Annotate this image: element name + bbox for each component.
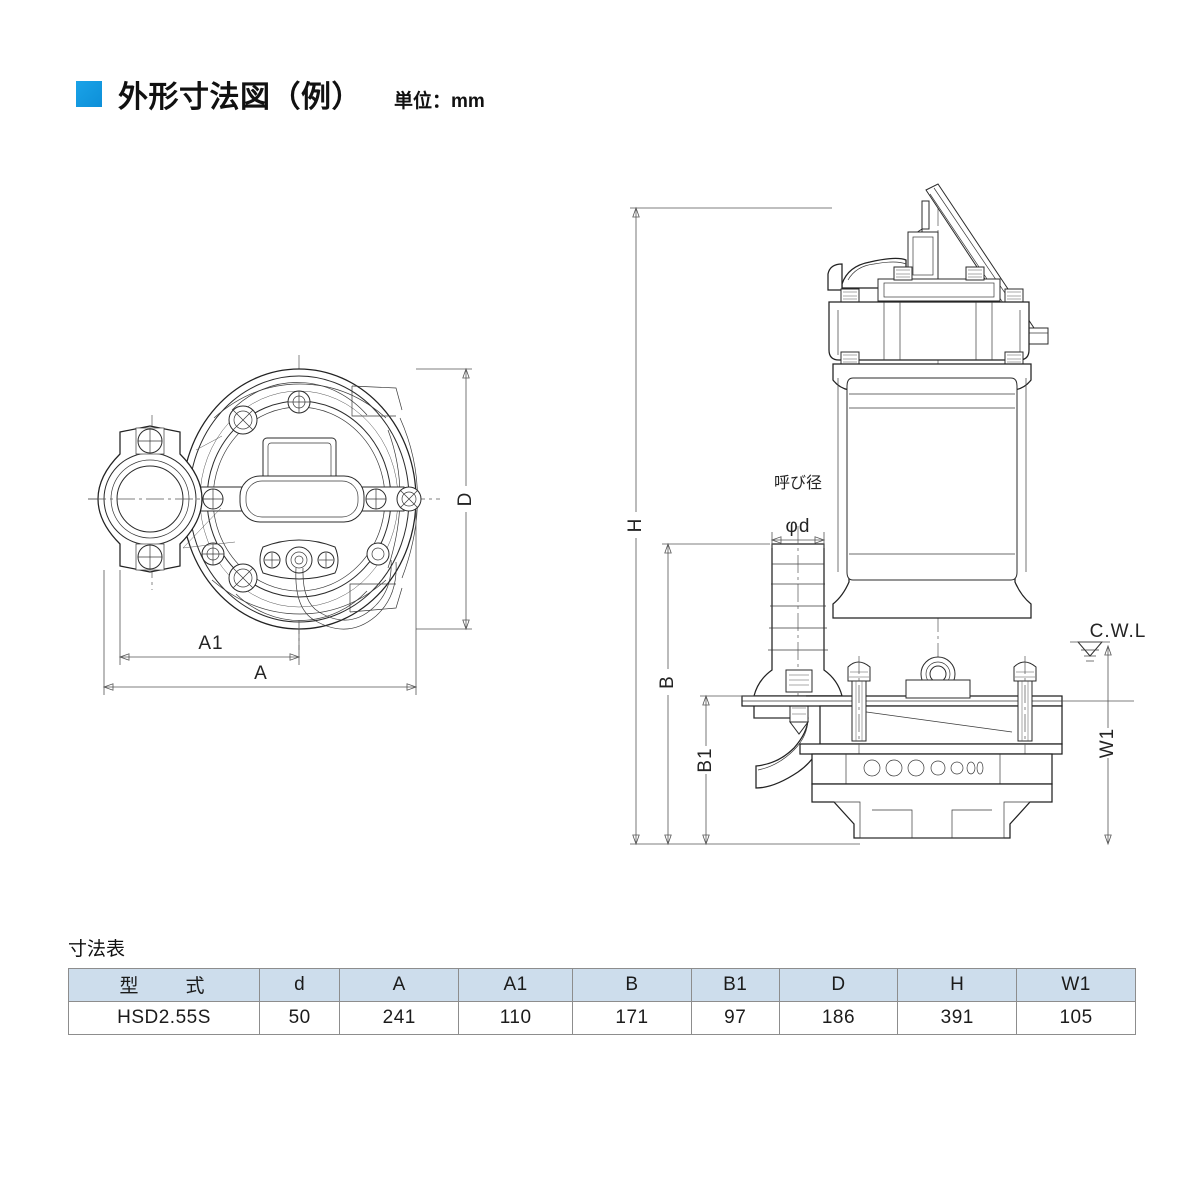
bolt — [366, 542, 390, 566]
dimension-label-B1: B1 — [695, 747, 716, 772]
column-header-A: A — [339, 968, 460, 1002]
dimension-B1: B1 — [694, 694, 860, 846]
dimension-label-D: D — [455, 492, 476, 507]
bolt — [135, 543, 165, 571]
base-stand — [811, 783, 1053, 839]
plan-view: D A1 A — [88, 355, 478, 695]
dimension-drawing: D A1 A — [0, 150, 1200, 850]
bolt — [202, 488, 224, 510]
dimension-A: A — [102, 510, 418, 695]
column-header-d: d — [258, 968, 341, 1002]
column-header-W1: W1 — [1016, 968, 1136, 1002]
dimension-label-B: B — [657, 675, 678, 689]
dimension-H: H — [624, 206, 832, 846]
cell-A: 241 — [339, 1001, 460, 1035]
cell-B: 171 — [572, 1001, 692, 1035]
bolt — [840, 288, 860, 303]
column-header-B: B — [572, 968, 692, 1002]
bolt — [228, 563, 258, 593]
column-header-A1: A1 — [458, 968, 574, 1002]
dimension-table: 型 式 d A A1 B B1 D H W1 HSD2.55S 50 241 1… — [68, 968, 1136, 1035]
discharge-flange — [88, 425, 210, 573]
column-header-model: 型 式 — [68, 968, 260, 1002]
suction-strainer — [811, 753, 1053, 785]
bolt — [1004, 288, 1024, 303]
cable-gland — [259, 539, 397, 630]
bolt — [365, 488, 387, 510]
bolt — [840, 351, 860, 366]
page-title: 外形寸法図（例） 単位：mm — [76, 72, 485, 116]
title-text: 外形寸法図（例） — [118, 81, 362, 114]
dimension-label-A: A — [254, 663, 268, 684]
bore-symbol: φd — [786, 516, 811, 537]
dimension-W1: W1 — [1096, 644, 1120, 846]
dimension-B: B — [656, 542, 770, 846]
dimension-label-H: H — [625, 518, 646, 533]
dimension-bore: 呼び径 φd — [770, 474, 826, 548]
unit-label: 単位：mm — [394, 91, 485, 112]
motor-housing-main — [832, 363, 1032, 619]
dimension-label-W1: W1 — [1097, 728, 1118, 759]
casing-flange — [741, 695, 1063, 755]
column-header-D: D — [778, 968, 899, 1002]
handle-bar — [197, 475, 422, 523]
bolt — [965, 266, 985, 281]
bullet-square-icon — [76, 81, 102, 107]
dimension-A1: A1 — [118, 570, 301, 665]
cell-D: 186 — [778, 1001, 899, 1035]
table-row: HSD2.55S 50 241 110 171 97 186 391 105 — [68, 1001, 1136, 1035]
column-header-H: H — [897, 968, 1018, 1002]
table-header-row: 型 式 d A A1 B B1 D H W1 — [68, 968, 1136, 1002]
bore-caption: 呼び径 — [774, 474, 822, 492]
bolt — [287, 390, 311, 414]
motor-housing-upper — [828, 301, 1030, 366]
bolt — [893, 266, 913, 281]
motor-top-cover — [827, 257, 1024, 303]
cell-B1: 97 — [690, 1001, 780, 1035]
casing-bolts — [201, 390, 390, 593]
water-level-label: C.W.L — [1090, 621, 1147, 642]
bolt — [396, 486, 422, 512]
bolt — [228, 405, 258, 435]
bolt — [1004, 351, 1024, 366]
dimension-D: D — [416, 367, 478, 631]
water-level-mark: C.W.L — [1062, 621, 1147, 702]
column-header-B1: B1 — [690, 968, 780, 1002]
oil-plug — [905, 656, 971, 699]
side-view: 呼び径 φd C.W.L W1 — [624, 183, 1147, 846]
bolt — [201, 542, 225, 566]
cell-W1: 105 — [1016, 1001, 1136, 1035]
cell-d: 50 — [258, 1001, 341, 1035]
cell-H: 391 — [897, 1001, 1018, 1035]
cell-A1: 110 — [458, 1001, 574, 1035]
bolt — [135, 427, 165, 455]
dimension-label-A1: A1 — [198, 633, 223, 654]
cell-model: HSD2.55S — [68, 1001, 260, 1035]
table-caption: 寸法表 — [68, 939, 126, 960]
